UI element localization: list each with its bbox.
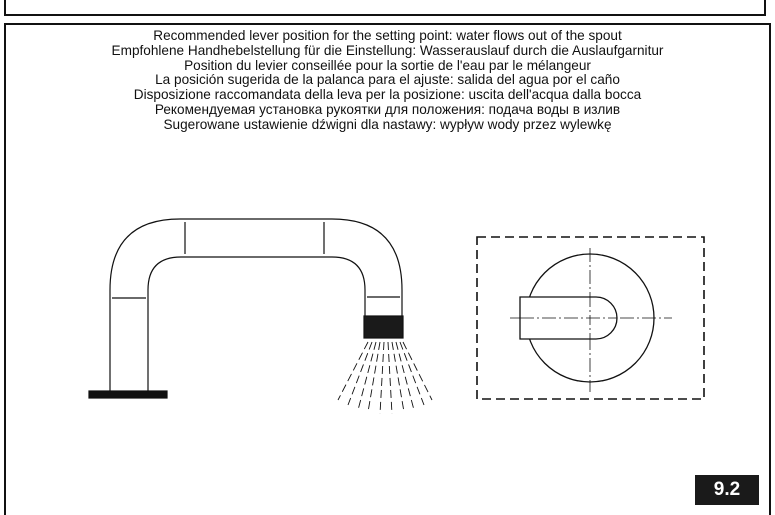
- spout-inner-outline: [147, 256, 366, 392]
- lever-position-diagram: [476, 236, 705, 400]
- top-frame: [4, 0, 766, 16]
- instruction-es: La posición sugerida de la palanca para …: [155, 72, 620, 88]
- instruction-pl: Sugerowane ustawienie dźwigni dla nastaw…: [163, 116, 612, 132]
- water-flow: [337, 341, 433, 415]
- instruction-fr: Position du levier conseillée pour la so…: [184, 57, 591, 73]
- spout-outer-outline: [109, 218, 403, 392]
- aerator: [363, 315, 404, 339]
- content-frame: [4, 23, 771, 515]
- instruction-en: Recommended lever position for the setti…: [153, 28, 622, 43]
- instruction-de: Empfohlene Handhebelstellung für die Ein…: [111, 42, 664, 58]
- spout-base-plate: [88, 390, 168, 399]
- instructions: Recommended lever position for the setti…: [0, 28, 775, 133]
- page-number: 9.2: [695, 475, 759, 505]
- lever-zone-frame: [476, 236, 705, 400]
- instruction-ru: Рекомендуемая установка рукоятки для пол…: [154, 101, 621, 117]
- spout-illustration: [88, 218, 433, 415]
- instruction-it: Disposizione raccomandata della leva per…: [133, 87, 642, 103]
